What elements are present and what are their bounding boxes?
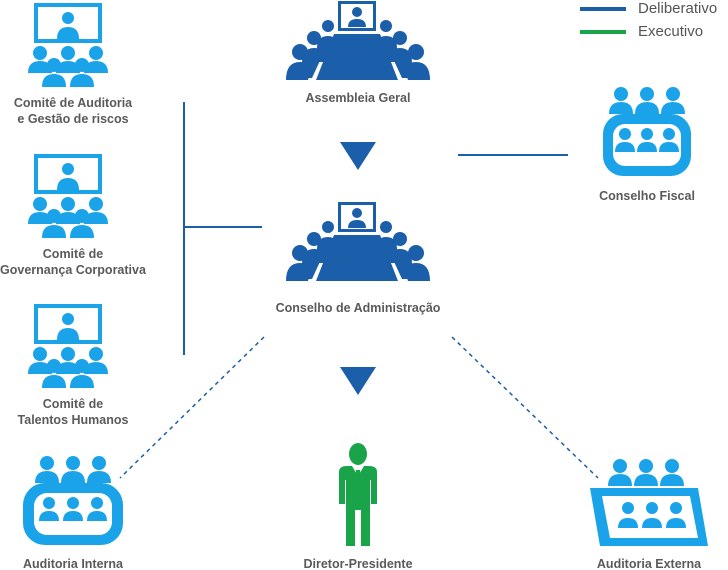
legend-label-executivo: Executivo [638, 23, 704, 40]
group-meeting-icon [590, 459, 708, 546]
comite-auditoria-line1: Comitê de Auditoria [13, 96, 133, 110]
comite-talentos-line2: Talentos Humanos [17, 413, 129, 427]
group-meeting-icon [23, 456, 123, 545]
presentation-icon [28, 3, 108, 87]
presentation-icon [28, 304, 108, 388]
node-label-assembleia: Assembleia Geral [305, 91, 411, 105]
node-label-auditoria-externa: Auditoria Externa [596, 557, 702, 570]
comite-governanca-line1: Comitê de [42, 247, 104, 261]
node-label-comite-governanca: Comitê de Governança Corporativa [0, 246, 146, 278]
external-audit-dashed-connector [451, 336, 599, 479]
node-label-comite-auditoria: Comitê de Auditoria e Gestão de riscos [0, 95, 146, 127]
comite-governanca-line2: Governança Corporativa [0, 263, 146, 277]
internal-audit-dashed-connector [119, 336, 265, 479]
legend-executivo: Executivo [580, 23, 703, 40]
boardroom-icon [286, 202, 430, 281]
legend-swatch-executivo [580, 29, 626, 34]
node-label-auditoria-interna: Auditoria Interna [22, 557, 123, 570]
executive-icon [339, 443, 377, 546]
legend-label-deliberativo: Deliberativo [638, 0, 718, 17]
legend-deliberativo: Deliberativo [580, 0, 717, 17]
comite-talentos-line1: Comitê de [42, 397, 104, 411]
presentation-icon [28, 154, 108, 238]
legend-swatch-deliberativo [580, 6, 626, 11]
arrow-down-icon [340, 142, 376, 170]
boardroom-icon [286, 1, 430, 80]
group-meeting-icon [603, 87, 691, 176]
node-label-conselho-fiscal: Conselho Fiscal [599, 189, 695, 203]
node-label-conselho-administracao: Conselho de Administração [275, 301, 441, 315]
node-label-diretor-presidente: Diretor-Presidente [303, 557, 413, 570]
comite-auditoria-line2: e Gestão de riscos [17, 112, 129, 126]
arrow-down-icon [340, 367, 376, 395]
node-label-comite-talentos: Comitê de Talentos Humanos [0, 396, 146, 428]
